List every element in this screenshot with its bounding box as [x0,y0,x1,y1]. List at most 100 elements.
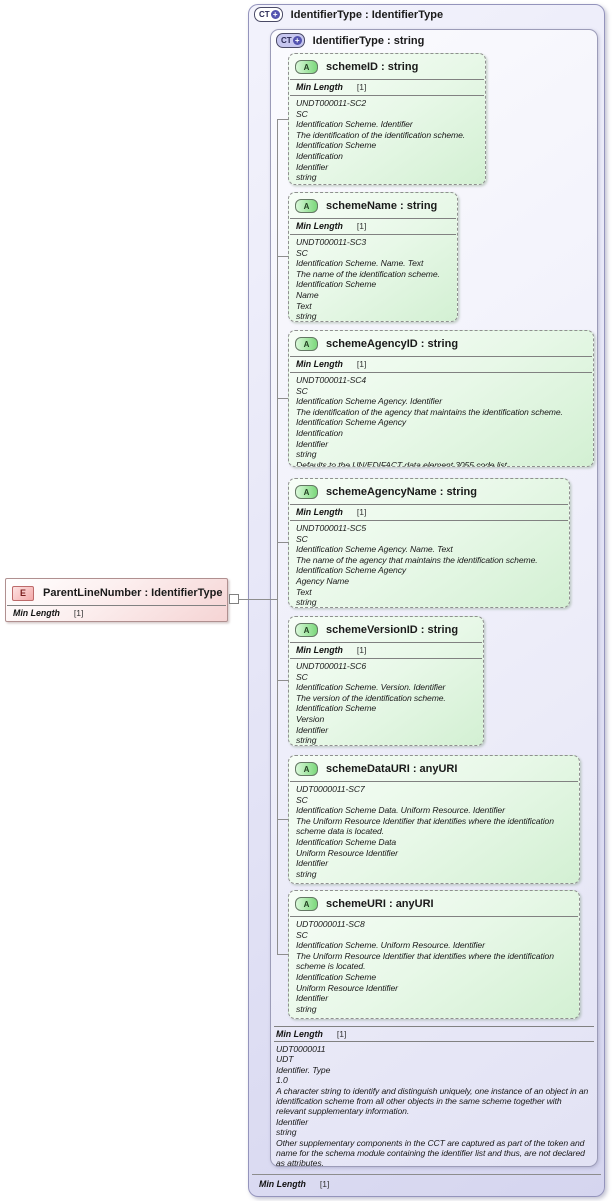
element-title: ParentLineNumber : IdentifierType [43,587,223,599]
annotation-text: UNDT000011-SC2 SC Identification Scheme.… [296,98,466,183]
divider [290,916,578,917]
attribute-box-schemeuri[interactable]: A schemeURI : anyURI UDT0000011-SC8 SC I… [288,890,580,1019]
attribute-header: A schemeDataURI : anyURI [289,756,579,779]
divider [290,781,578,782]
attribute-title: schemeVersionID : string [326,624,459,636]
facet-min-length: Min Length [1] [289,505,569,518]
complextype-icon: CT + [254,7,283,22]
divider [290,504,568,505]
connector-tick [277,680,288,681]
attribute-header: A schemeVersionID : string [289,617,483,640]
attribute-title: schemeDataURI : anyURI [326,763,458,775]
complextype-title: IdentifierType : IdentifierType [290,8,444,21]
facet-label: Min Length [296,359,343,369]
complextype-icon: CT + [276,33,305,48]
attribute-title: schemeURI : anyURI [326,898,434,910]
connector-spine [277,119,278,955]
attribute-icon: A [295,337,318,351]
attribute-icon: A [295,762,318,776]
attribute-header: A schemeAgencyName : string [289,479,569,502]
annotation-text: UNDT000011-SC3 SC Identification Scheme.… [296,237,440,322]
facet-cardinality: [1] [356,221,367,231]
divider [290,234,456,235]
facet-min-length: Min Length [1] [6,606,227,619]
attribute-header: A schemeName : string [289,193,457,216]
attribute-box-schemeid[interactable]: A schemeID : string Min Length [1] UNDT0… [288,53,486,185]
divider [274,1026,594,1027]
attribute-header: A schemeID : string [289,54,485,77]
facet-label: Min Length [296,221,343,231]
annotation-text: UNDT000011-SC6 SC Identification Scheme.… [296,661,446,746]
connector-tick [277,398,288,399]
attribute-title: schemeID : string [326,61,419,73]
attribute-box-schemeagencyname[interactable]: A schemeAgencyName : string Min Length [… [288,478,570,608]
divider [290,356,592,357]
attribute-icon: A [295,60,318,74]
element-header: E ParentLineNumber : IdentifierType [6,579,227,603]
facet-cardinality: [1] [356,507,367,517]
facet-min-length: Min Length [1] [289,80,485,93]
ct-icon-label: CT [281,36,292,45]
connector-tick [277,542,288,543]
facet-label: Min Length [259,1179,306,1189]
expand-icon[interactable]: + [270,10,280,19]
divider [290,642,482,643]
complextype-header[interactable]: CT + IdentifierType : IdentifierType [254,7,443,22]
attribute-icon: A [295,199,318,213]
ct-icon-label: CT [259,10,270,19]
facet-cardinality: [1] [356,645,367,655]
facet-cardinality: [1] [73,608,84,618]
attribute-box-schemename[interactable]: A schemeName : string Min Length [1] UND… [288,192,458,322]
annotation-text: UDT0000011-SC8 SC Identification Scheme.… [296,919,554,1014]
facet-min-length: Min Length [1] [252,1177,592,1190]
facet-label: Min Length [13,608,60,618]
divider [290,218,456,219]
divider [252,1174,601,1175]
attribute-title: schemeAgencyName : string [326,486,477,498]
element-icon: E [12,585,34,601]
connector-tick [277,954,288,955]
attribute-icon: A [295,623,318,637]
facet-label: Min Length [296,645,343,655]
attribute-title: schemeAgencyID : string [326,338,459,350]
attribute-box-schemeagencyid[interactable]: A schemeAgencyID : string Min Length [1]… [288,330,594,467]
connector-tick [277,819,288,820]
facet-cardinality: [1] [356,359,367,369]
connector-line [239,599,278,600]
inner-complextype-title: IdentifierType : string [312,34,425,47]
divider [290,520,568,521]
connector-tick [277,256,288,257]
divider [7,605,226,606]
attribute-icon: A [295,897,318,911]
annotation-text: UDT0000011 UDT Identifier. Type 1.0 A ch… [276,1044,589,1169]
divider [274,1041,594,1042]
facet-min-length: Min Length [1] [289,219,457,232]
divider [290,372,592,373]
facet-label: Min Length [296,507,343,517]
attribute-box-schemedatauri[interactable]: A schemeDataURI : anyURI UDT0000011-SC7 … [288,755,580,884]
divider [290,95,484,96]
collapse-handle[interactable] [229,594,239,604]
divider [290,79,484,80]
annotation-text: UNDT000011-SC5 SC Identification Scheme … [296,523,538,608]
attribute-header: A schemeURI : anyURI [289,891,579,914]
annotation-text: UNDT000011-SC4 SC Identification Scheme … [296,375,563,467]
facet-label: Min Length [276,1029,323,1039]
attribute-icon: A [295,485,318,499]
element-box-parentlinenumber[interactable]: E ParentLineNumber : IdentifierType Min … [5,578,228,622]
annotation-text: UDT0000011-SC7 SC Identification Scheme … [296,784,554,879]
facet-min-length: Min Length [1] [289,643,483,656]
attribute-header: A schemeAgencyID : string [289,331,593,354]
attribute-title: schemeName : string [326,200,438,212]
connector-tick [277,119,288,120]
expand-icon[interactable]: + [292,36,302,45]
facet-min-length: Min Length [1] [272,1027,596,1040]
facet-min-length: Min Length [1] [289,357,593,370]
inner-complextype-header[interactable]: CT + IdentifierType : string [276,33,424,48]
inner-complextype-footer: Min Length [1] UDT0000011 UDT Identifier… [272,1026,596,1171]
attribute-box-schemeversionid[interactable]: A schemeVersionID : string Min Length [1… [288,616,484,746]
facet-cardinality: [1] [336,1029,347,1039]
facet-label: Min Length [296,82,343,92]
facet-cardinality: [1] [319,1179,330,1189]
